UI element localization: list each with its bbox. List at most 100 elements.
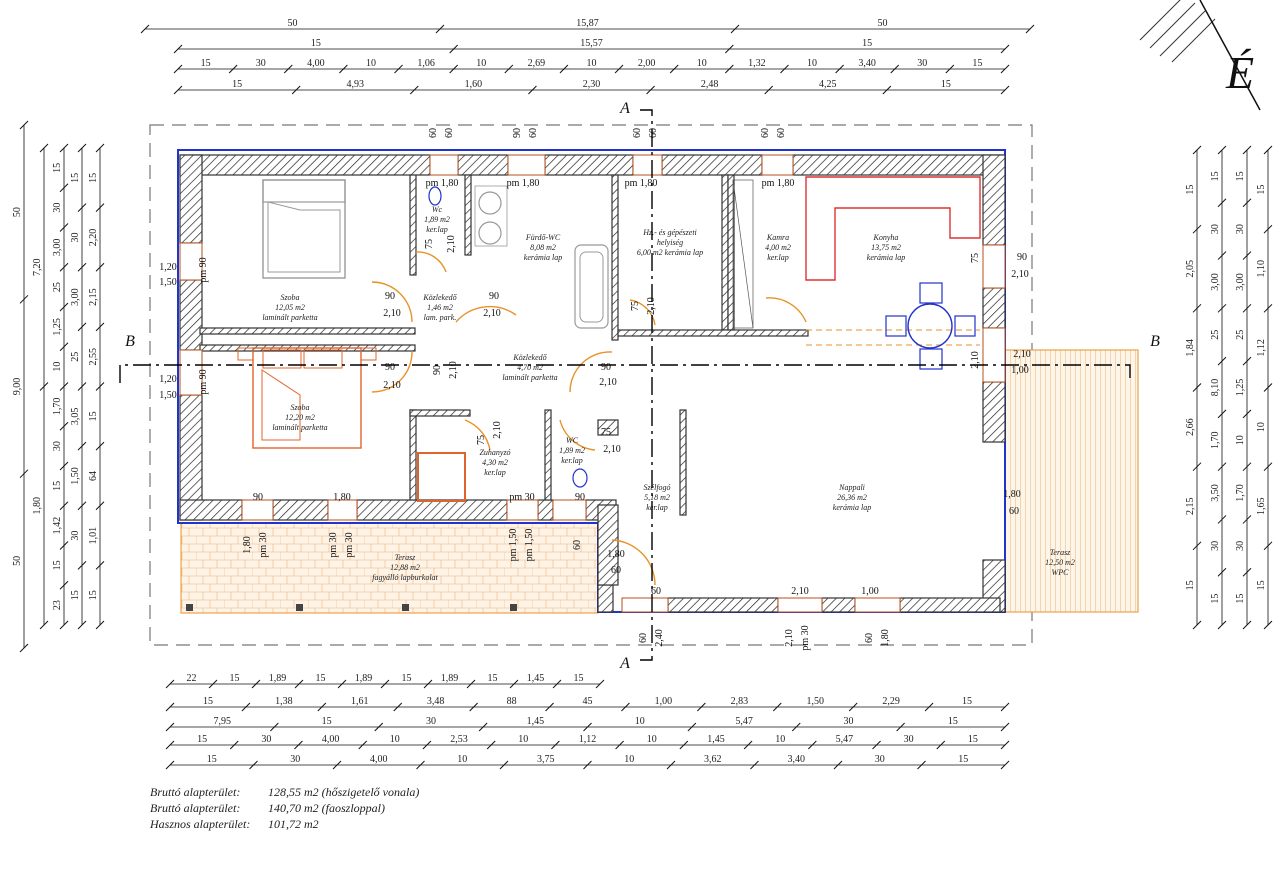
dim-value: 1,38 — [275, 696, 293, 707]
dim-tick — [77, 262, 87, 272]
column-post — [186, 604, 193, 611]
dim-value: 30 — [1210, 224, 1221, 234]
dim-value: 4,93 — [346, 79, 364, 90]
door-swing — [611, 539, 656, 586]
window-opening — [982, 244, 1006, 289]
dim-tick — [917, 760, 926, 770]
section-label-a: A — [619, 655, 630, 672]
dim-value: 10 — [518, 734, 528, 745]
dim-value: 1,80 — [32, 497, 43, 515]
dim-value: 7,95 — [213, 716, 231, 727]
room-area: 1,89 m2 — [559, 446, 585, 455]
room-name: Közlekedő — [422, 293, 457, 302]
summary-label: Bruttó alapterület: — [150, 785, 241, 799]
dim-value: 3,40 — [788, 754, 806, 765]
opening-label: 75 — [601, 427, 611, 438]
dim-value: 2,66 — [1185, 418, 1196, 436]
dim-tick — [95, 203, 105, 212]
dim-value: 15 — [197, 734, 207, 745]
dim-value: 15 — [862, 38, 872, 49]
room-name: Fürdő-WC — [525, 233, 561, 242]
room-name: Konyha — [873, 233, 899, 242]
washbasin — [478, 191, 502, 215]
dim-tick — [173, 85, 183, 95]
dim-value: 1,50 — [806, 696, 824, 707]
north-arrow-stroke — [1171, 18, 1216, 63]
dining-table — [907, 303, 953, 349]
dim-value: 30 — [70, 531, 81, 541]
dim-value: 15,57 — [580, 38, 603, 49]
room-name: Wc — [432, 205, 443, 214]
door-swing — [415, 251, 447, 273]
dim-value: 1,89 — [355, 673, 373, 684]
window-opening — [761, 154, 794, 176]
opening-label: 60 — [864, 633, 875, 643]
dim-tick — [95, 441, 105, 451]
wall-segment — [409, 409, 417, 501]
room-floor: ker.lap — [426, 225, 448, 234]
dim-value: 50 — [878, 18, 888, 29]
dim-tick — [615, 740, 624, 750]
dim-value: 10 — [1256, 422, 1267, 432]
dim-value: 15 — [311, 38, 321, 49]
dim-tick — [621, 702, 630, 712]
dim-tick — [1242, 303, 1252, 313]
dim-tick — [1263, 383, 1273, 392]
shelving-diag — [732, 179, 754, 329]
opening-label: 60 — [638, 633, 649, 643]
dim-tick — [394, 64, 403, 74]
dim-tick — [339, 64, 348, 74]
building-outline-dashed — [149, 124, 1033, 646]
opening-label: 60 — [776, 128, 787, 138]
opening-label: 1,00 — [1011, 365, 1029, 376]
room-name: Szoba — [290, 403, 309, 412]
dim-value: 30 — [904, 734, 914, 745]
dim-value: 2,20 — [88, 229, 99, 247]
dim-tick — [1192, 541, 1202, 551]
dim-tick — [551, 740, 560, 750]
dim-tick — [499, 760, 509, 770]
opening-label: 90 — [253, 492, 263, 503]
bathtub-inner — [579, 251, 604, 323]
wall-segment — [667, 597, 779, 613]
dim-tick — [1000, 85, 1010, 95]
room-floor: ker.lap — [646, 503, 668, 512]
dim-tick — [270, 722, 279, 732]
wall-segment — [982, 154, 1006, 246]
column-post — [510, 604, 517, 611]
dim-tick — [332, 760, 342, 770]
opening-label: 60 — [444, 128, 455, 138]
door-swing — [559, 419, 596, 451]
dim-tick — [614, 64, 624, 74]
opening-label: 1,80 — [242, 536, 253, 554]
dim-tick — [1192, 303, 1202, 313]
summary-row: Bruttó alapterület:140,70 m2 (faoszloppa… — [150, 800, 419, 816]
dim-value: 10 — [457, 754, 467, 765]
window-opening — [854, 597, 901, 613]
dim-tick — [77, 501, 87, 511]
dim-value: 30 — [1235, 224, 1246, 234]
dim-tick — [59, 262, 69, 272]
dim-value: 1,70 — [52, 398, 63, 416]
dim-tick — [1242, 515, 1252, 524]
room-floor: kerámia lap — [833, 503, 871, 512]
opening-label: 2,40 — [654, 629, 665, 647]
opening-label: 1,00 — [861, 586, 879, 597]
dim-tick — [249, 760, 258, 770]
opening-label: 1,50 — [159, 390, 177, 401]
dim-value: 15 — [1256, 580, 1267, 590]
dim-value: 1,61 — [351, 696, 369, 707]
dim-value: 10 — [624, 754, 634, 765]
dim-tick — [1242, 356, 1252, 366]
dim-value: 3,00 — [1235, 273, 1246, 291]
dim-tick — [77, 620, 87, 630]
door-swing — [464, 419, 491, 451]
dim-value: 10 — [52, 362, 63, 372]
dim-value: 3,75 — [537, 754, 555, 765]
dim-value: 25 — [70, 352, 81, 362]
window-opening — [507, 154, 546, 176]
dim-value: 15 — [88, 411, 99, 421]
